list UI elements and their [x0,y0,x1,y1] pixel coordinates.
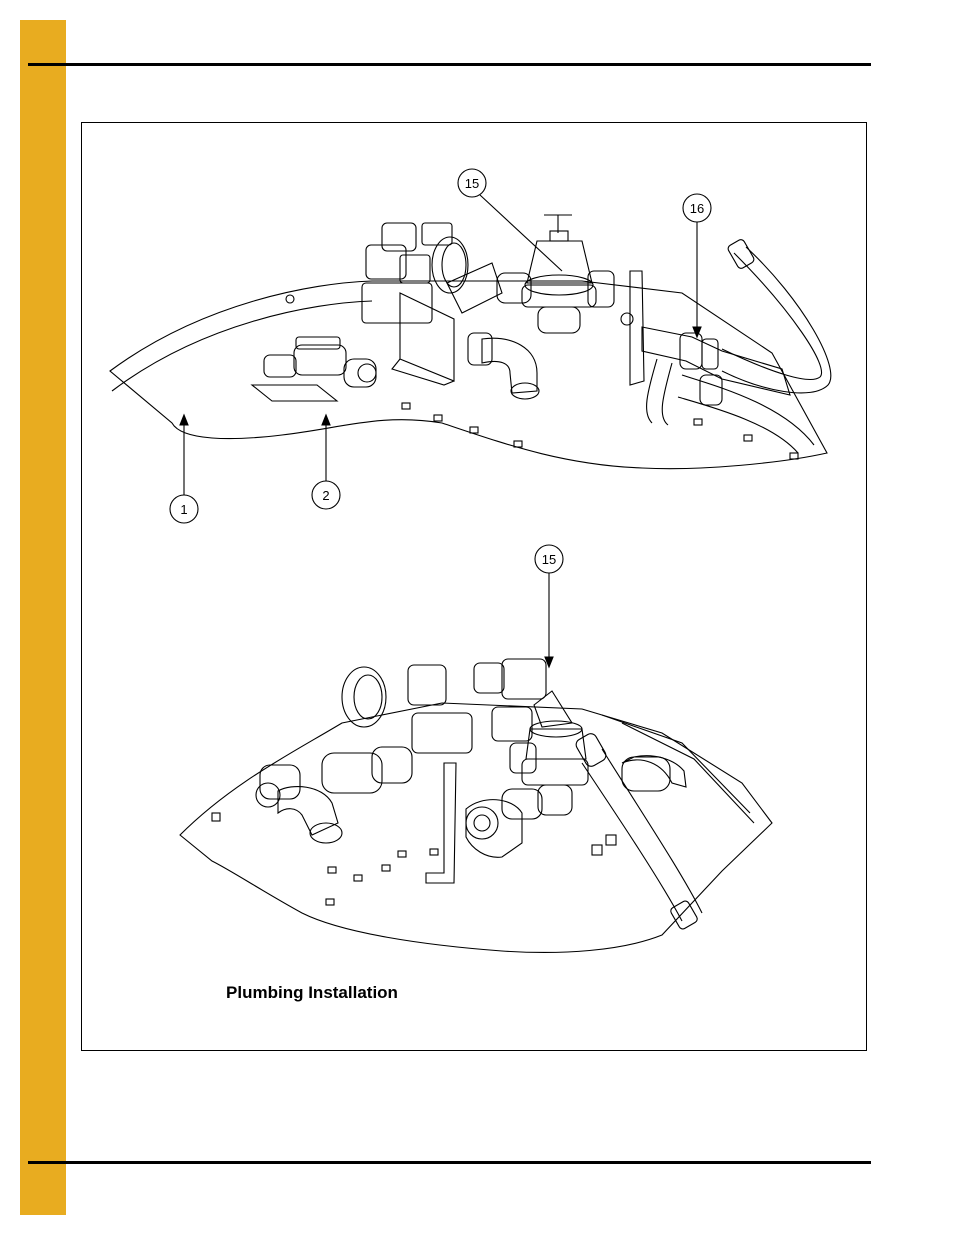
pressure-regulator-top [497,215,614,333]
figure-caption-text: Plumbing Installation [226,983,398,1002]
pressure-regulator-bottom [510,691,588,815]
side-tab [20,20,66,1215]
figure-frame: 15 16 1 2 [81,122,867,1051]
callout-15-bottom-label: 15 [542,552,556,567]
nuts-top [402,403,798,459]
footer-rule [28,1161,871,1164]
header-rule [28,63,871,66]
top-assembly [110,215,831,469]
callout-15-top-label: 15 [465,176,479,191]
callout-16-label: 16 [690,201,704,216]
plumbing-drawing: 15 16 1 2 [82,123,868,1052]
bottom-assembly [180,659,772,952]
figure-caption: Plumbing Installation [82,983,866,1003]
callouts-bottom: 15 [535,545,563,667]
callout-1-label: 1 [180,502,187,517]
nuts-bottom [212,813,616,905]
callout-2-label: 2 [322,488,329,503]
